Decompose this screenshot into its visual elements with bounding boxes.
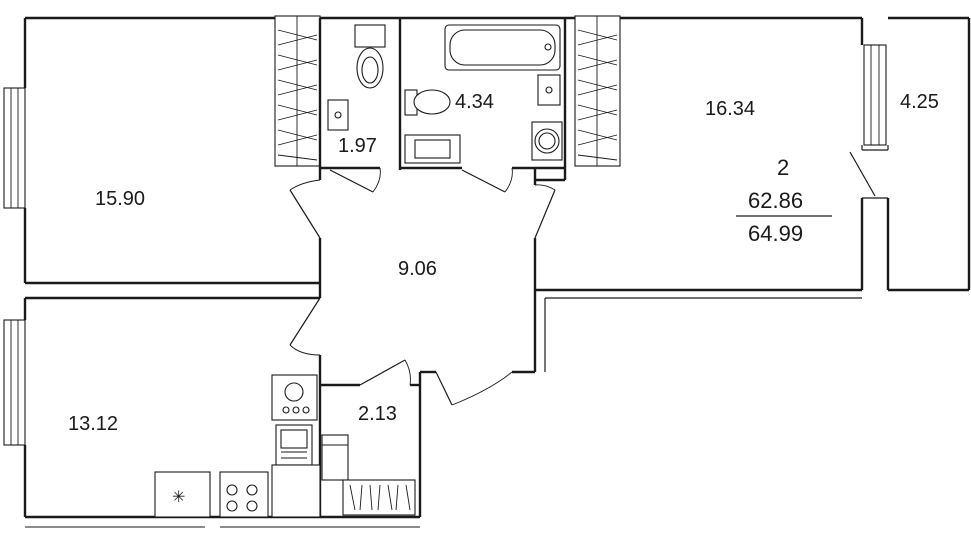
vent-shafts: [274, 15, 621, 167]
windows: [3, 44, 887, 446]
total-area: 64.99: [748, 221, 803, 246]
area-label-hall: 9.06: [398, 258, 437, 280]
area-label-kitchen: 13.12: [68, 413, 118, 435]
area-label-room-right: 16.34: [705, 98, 755, 120]
outer-walls: [23, 16, 971, 528]
area-label-room-left-top: 15.90: [95, 188, 145, 210]
area-label-toilet: 1.97: [338, 135, 377, 157]
area-label-bathroom: 4.34: [455, 91, 494, 113]
area-label-balcony: 4.25: [900, 91, 939, 113]
fixtures: ✳: [154, 24, 563, 518]
area-label-storage: 2.13: [358, 403, 397, 425]
doors: [289, 167, 556, 406]
balcony-door: [849, 145, 890, 290]
svg-text:✳: ✳: [172, 489, 185, 506]
interior-walls: [318, 18, 567, 517]
living-area: 62.86: [748, 188, 803, 213]
room-count: 2: [777, 155, 789, 180]
summary-block: 2 62.86 64.99: [736, 155, 832, 246]
